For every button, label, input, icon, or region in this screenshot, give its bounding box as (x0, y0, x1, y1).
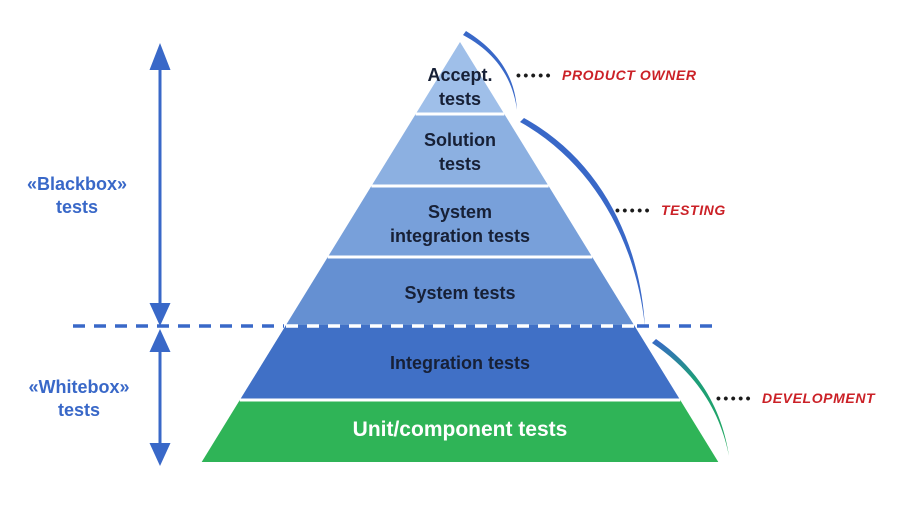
label-accept-tests: Accept. tests (427, 65, 493, 109)
pyramid-layer-system-integration-tests (327, 186, 593, 257)
pyramid-layer-solution-tests (371, 114, 549, 186)
dotted-leader: ••••• (716, 390, 754, 406)
blackbox-tests-label: «Blackbox» tests (26, 174, 128, 217)
whitebox-tests-label: «Whitebox» tests (28, 377, 130, 420)
whitebox-range-arrow (149, 329, 171, 466)
product-owner-label: PRODUCT OWNER (562, 67, 697, 83)
label-system-integration-tests: System integration tests (389, 202, 531, 246)
blackbox-range-arrow (149, 43, 171, 326)
label-solution-tests: Solution tests (424, 130, 496, 174)
development-label: DEVELOPMENT (762, 390, 876, 406)
label-system-tests: System tests (404, 283, 516, 303)
pyramid-layer-system-tests (286, 257, 634, 325)
label-unit-component-tests: Unit/component tests (352, 418, 568, 441)
development-annotation: ••••• DEVELOPMENT (716, 389, 875, 407)
testing-annotation: ••••• TESTING (615, 201, 726, 219)
pyramid-layer-accept-tests (415, 42, 505, 114)
pyramid-layer-integration-tests (239, 325, 681, 400)
pyramid-layer-unit-component-tests (201, 400, 719, 462)
dotted-leader: ••••• (516, 67, 554, 83)
label-integration-tests: Integration tests (389, 353, 531, 373)
testing-label: TESTING (661, 202, 726, 218)
product-owner-annotation: ••••• PRODUCT OWNER (516, 66, 697, 84)
dotted-leader: ••••• (615, 202, 653, 218)
